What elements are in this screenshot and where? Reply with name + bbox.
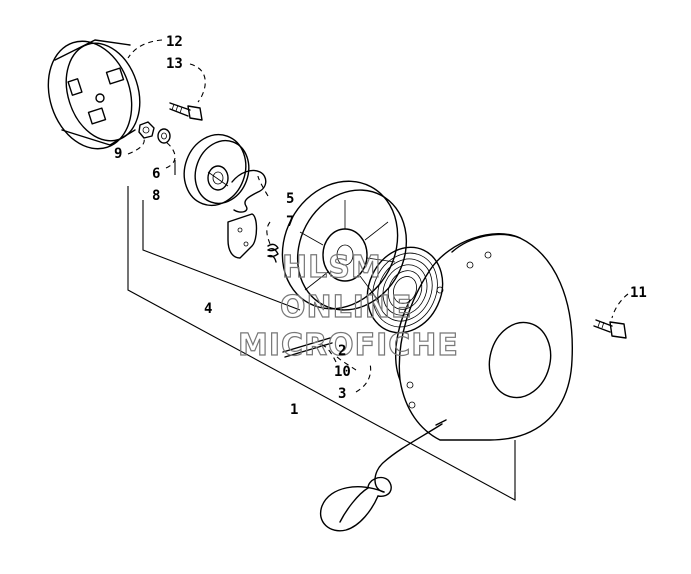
part-1-housing (395, 233, 573, 441)
callout-11: 11 (630, 285, 647, 301)
callout-1: 1 (290, 402, 298, 418)
callout-13: 13 (166, 56, 183, 72)
callout-12: 12 (166, 34, 183, 50)
watermark-line-3: MICROFICHE (238, 328, 459, 363)
part-11-bolt (593, 319, 627, 339)
small-spring (267, 243, 279, 263)
part-3-recoil-spring (366, 246, 444, 334)
part-5-clip (231, 169, 267, 213)
callout-6: 6 (152, 166, 160, 182)
watermark-line-1: HLSM (282, 250, 382, 285)
part-12-cup (47, 39, 141, 150)
callout-10: 10 (334, 364, 351, 380)
callout-9: 9 (114, 146, 122, 162)
callout-8: 8 (152, 188, 160, 204)
callout-4: 4 (204, 301, 212, 317)
callout-2: 2 (338, 343, 346, 359)
callout-7: 7 (286, 214, 294, 230)
reference-lines (127, 160, 516, 501)
watermark: HLSM ONLINE MICROFICHE (237, 249, 459, 363)
leader-lines (127, 39, 629, 393)
part-6-washer (157, 128, 171, 144)
part-8-cam (183, 133, 250, 207)
watermark-line-2: ONLINE (280, 290, 413, 325)
part-13-bolt (169, 102, 203, 121)
callout-3: 3 (338, 386, 346, 402)
part-7-pawl (227, 213, 258, 259)
rope-with-loop (319, 423, 443, 532)
part-9-nut (138, 121, 155, 139)
callout-5: 5 (286, 191, 294, 207)
callouts: 12 13 9 6 8 5 7 4 2 10 3 1 11 (114, 34, 647, 418)
